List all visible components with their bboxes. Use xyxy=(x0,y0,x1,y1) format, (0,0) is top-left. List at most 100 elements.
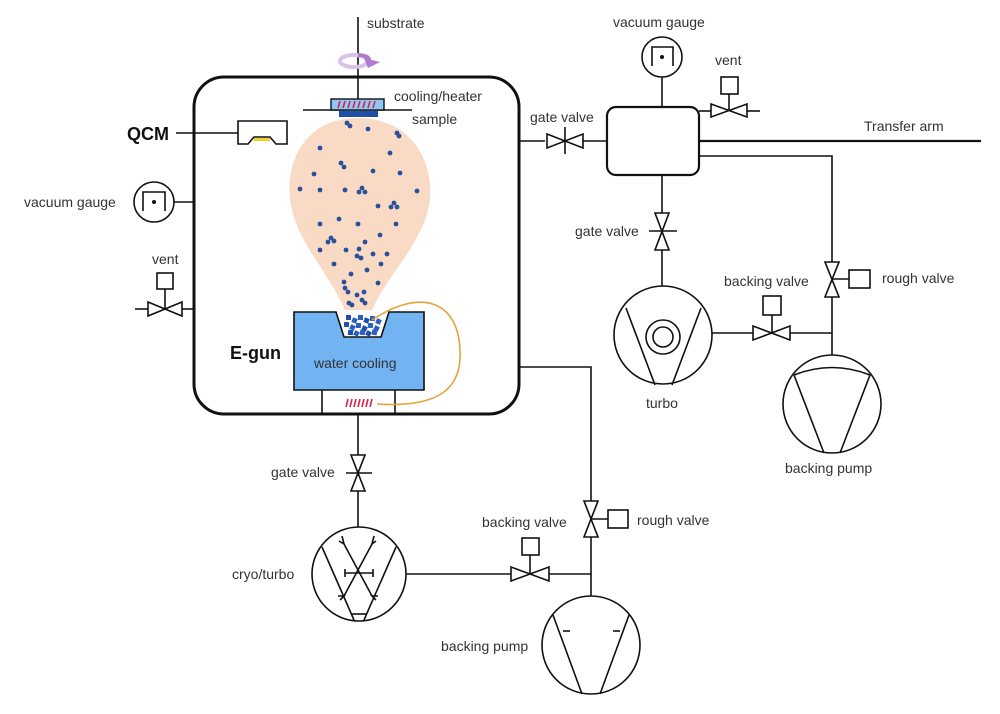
rough-valve-main-icon[interactable] xyxy=(582,500,629,538)
backing-pump-main-label: backing pump xyxy=(441,638,528,654)
particle xyxy=(375,280,381,286)
particle xyxy=(388,204,394,210)
evaporant-chunk xyxy=(355,322,362,329)
vent-loadlock-label: vent xyxy=(715,52,742,68)
particle xyxy=(347,123,353,129)
backing-pump-main-icon[interactable] xyxy=(541,595,641,695)
sample-label: sample xyxy=(412,111,457,127)
pipe-loadlock-to-rough xyxy=(699,155,833,262)
qcm-label: QCM xyxy=(127,124,169,144)
particle xyxy=(331,261,337,267)
particle xyxy=(354,292,360,298)
evaporation-plume xyxy=(289,118,431,310)
particle xyxy=(358,255,364,261)
particle xyxy=(354,253,360,259)
evaporant-chunk xyxy=(353,330,360,337)
qcm-sensor xyxy=(237,120,288,145)
particle xyxy=(344,120,350,126)
evaporant-chunk xyxy=(343,321,350,328)
backing-valve-loadlock-icon[interactable] xyxy=(752,295,791,342)
particle xyxy=(361,289,367,295)
particle xyxy=(364,267,370,273)
particle xyxy=(342,187,348,193)
vacuum-gauge-main-label: vacuum gauge xyxy=(24,194,116,210)
particle xyxy=(362,300,368,306)
evaporant-particles xyxy=(297,120,420,308)
rotation-arrow-icon xyxy=(338,53,380,69)
particle xyxy=(370,251,376,257)
particle xyxy=(356,189,362,195)
qcm-crystal xyxy=(254,138,270,141)
evaporant-chunk xyxy=(347,329,354,336)
particle xyxy=(384,251,390,257)
egun-label: E-gun xyxy=(230,343,281,363)
particle xyxy=(362,239,368,245)
particle xyxy=(396,133,402,139)
particle xyxy=(317,145,323,151)
particle xyxy=(394,204,400,210)
particle xyxy=(397,170,403,176)
particle xyxy=(349,302,355,308)
evaporant-chunk xyxy=(375,318,382,325)
particle xyxy=(359,297,365,303)
vent-loadlock-valve-icon[interactable] xyxy=(699,76,760,119)
rough-valve-loadlock-label: rough valve xyxy=(882,270,955,286)
particle xyxy=(355,221,361,227)
particle xyxy=(356,246,362,252)
rough-valve-loadlock-icon[interactable] xyxy=(823,261,871,298)
particle xyxy=(317,221,323,227)
cryo-turbo-pump-icon[interactable] xyxy=(311,526,407,622)
evaporant-chunk xyxy=(351,317,358,324)
water-cooling-label: water cooling xyxy=(313,355,397,371)
backing-valve-main-label: backing valve xyxy=(482,514,567,530)
vent-main-valve-icon[interactable] xyxy=(135,272,194,318)
gate-valve-main-bottom-icon[interactable] xyxy=(346,454,372,492)
gate-valve-loadlock-label: gate valve xyxy=(530,109,594,125)
rough-valve-main-label: rough valve xyxy=(637,512,710,528)
backing-pump-loadlock-icon[interactable] xyxy=(782,354,882,454)
particle xyxy=(311,171,317,177)
evaporant-chunk xyxy=(349,324,356,331)
turbo-label: turbo xyxy=(646,395,678,411)
turbo-pump-icon[interactable] xyxy=(613,285,713,386)
evaporant-chunk xyxy=(363,317,370,324)
cooling-heater-block xyxy=(330,98,385,111)
particle xyxy=(359,185,365,191)
gate-valve-loadlock-bottom-icon[interactable] xyxy=(649,212,677,251)
main-chamber xyxy=(192,75,521,416)
backing-valve-main-icon[interactable] xyxy=(510,537,550,583)
transfer-arm-label: Transfer arm xyxy=(864,118,944,134)
evaporant-chunk xyxy=(346,315,351,320)
vacuum-gauge-main-icon[interactable] xyxy=(133,181,175,223)
crucible-material xyxy=(343,314,382,337)
particle xyxy=(391,200,397,206)
cooling-heater-label: cooling/heater xyxy=(394,88,482,104)
particle xyxy=(338,160,344,166)
particle xyxy=(375,203,381,209)
particle xyxy=(336,216,342,222)
particle xyxy=(378,261,384,267)
evaporant-chunk xyxy=(371,329,378,336)
vacuum-gauge-loadlock-label: vacuum gauge xyxy=(613,14,705,30)
vent-main-label: vent xyxy=(152,251,179,267)
sample xyxy=(339,111,378,117)
particle xyxy=(331,238,337,244)
gate-valve-loadlock-icon[interactable] xyxy=(546,127,584,154)
vacuum-gauge-loadlock-icon[interactable] xyxy=(641,36,683,78)
particle xyxy=(341,164,347,170)
particle xyxy=(342,285,348,291)
electron-beam-wire xyxy=(371,301,461,406)
particle xyxy=(297,186,303,192)
substrate-label: substrate xyxy=(367,15,425,31)
particle xyxy=(328,235,334,241)
backing-pump-loadlock-label: backing pump xyxy=(785,460,872,476)
pipe-chamber-to-rough xyxy=(519,366,592,501)
evaporant-chunk xyxy=(359,329,366,336)
backing-valve-loadlock-label: backing valve xyxy=(724,273,809,289)
evaporant-chunk xyxy=(367,322,374,329)
particle xyxy=(343,247,349,253)
particle xyxy=(370,168,376,174)
loadlock-chamber xyxy=(605,105,701,177)
heater-coil-icon xyxy=(337,100,376,109)
